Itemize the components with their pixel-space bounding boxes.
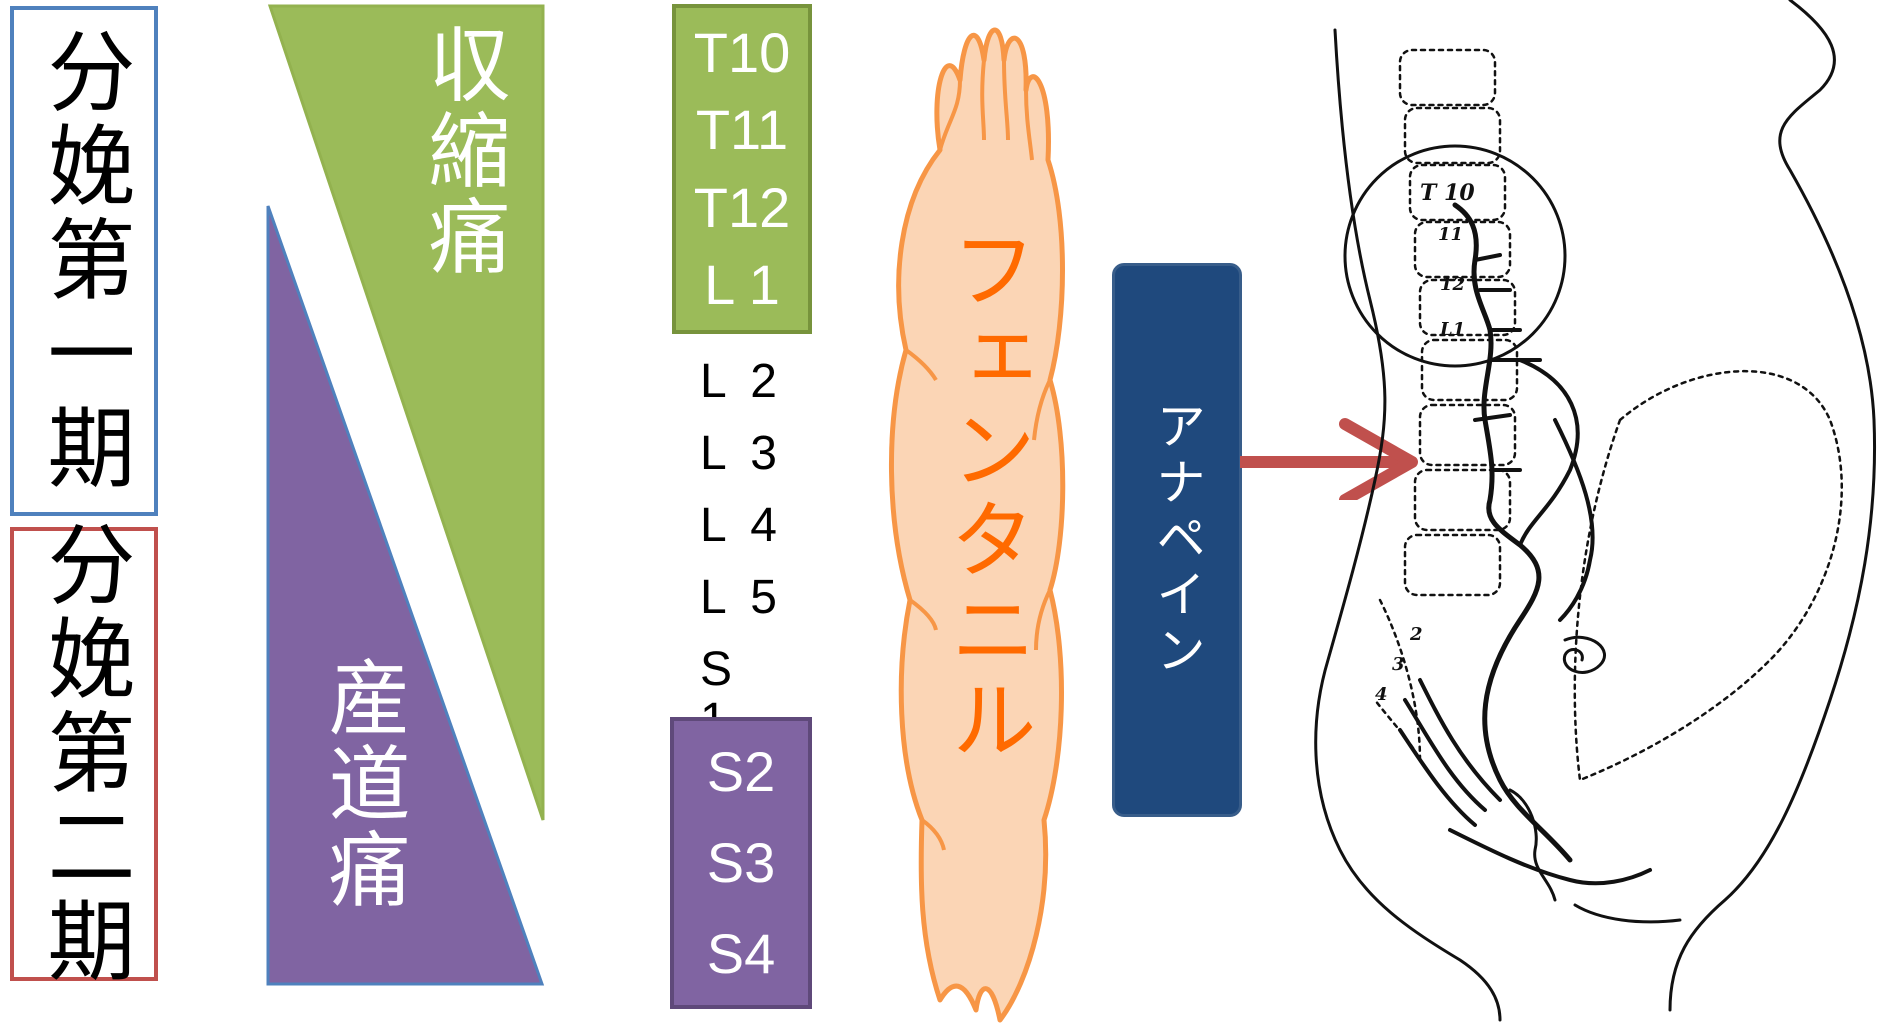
segment-l4: L 4 — [700, 499, 783, 552]
nerve-pathway — [1452, 202, 1573, 863]
segment-t10: T10 — [693, 20, 791, 84]
illus-label-4: 4 — [1375, 684, 1388, 705]
fentanyl-cloud-shape — [888, 27, 1066, 1023]
body-back-outline — [1314, 28, 1502, 1022]
illus-label-11: 11 — [1438, 224, 1463, 245]
fentanyl-cloud — [888, 27, 1066, 1023]
segment-s3: S3 — [706, 830, 776, 894]
segment-s4: S4 — [706, 921, 776, 985]
pain-triangles — [266, 4, 545, 986]
anatomy-illustration: T 10 11 12 L1 2 3 4 — [1314, 0, 1877, 1022]
illus-label-l1: L1 — [1439, 319, 1465, 340]
body-lower-fold — [1573, 903, 1682, 924]
segment-l5: L 5 — [700, 571, 783, 624]
segment-t12: T12 — [693, 175, 791, 239]
illus-label-12: 12 — [1440, 274, 1465, 295]
anapeine-label: アナペイン — [1148, 400, 1206, 680]
illus-label-t10: T 10 — [1420, 180, 1475, 206]
contraction-pain-label: 収縮痛 — [414, 22, 510, 280]
stage-first-label: 分娩第一期 — [33, 26, 136, 496]
segment-t11: T11 — [695, 98, 789, 162]
thoracic-lumbar-segment-box: T10 T11 T12 L 1 — [672, 4, 812, 334]
birth-canal-pain-label: 産道痛 — [314, 655, 410, 913]
birth-canal-pain-triangle — [266, 205, 545, 986]
fentanyl-cloud-inner-lines — [904, 59, 1052, 851]
arrow-icon — [1240, 418, 1418, 500]
sacral-segment-box: S2 S3 S4 — [670, 717, 812, 1009]
lumbar-segment-list: L 2 L 3 L 4 L 5 S 1 — [700, 356, 790, 746]
stage-second-box: 分娩第二期 — [10, 519, 158, 989]
segment-s2: S2 — [706, 740, 776, 804]
stage-second-label: 分娩第二期 — [33, 519, 136, 989]
segment-l1: L 1 — [704, 253, 780, 317]
anapeine-box: アナペイン — [1112, 263, 1242, 817]
illus-label-2: 2 — [1409, 624, 1423, 645]
body-front-outline — [1668, 0, 1877, 1012]
segment-l2: L 2 — [700, 355, 783, 408]
contraction-pain-triangle — [267, 4, 545, 821]
t10-l1-highlight-circle — [1343, 144, 1567, 368]
segment-l3: L 3 — [700, 427, 783, 480]
illus-label-3: 3 — [1392, 654, 1405, 675]
fentanyl-label: フェンタニル — [935, 225, 1035, 765]
stage-first-box: 分娩第一期 — [10, 6, 158, 516]
